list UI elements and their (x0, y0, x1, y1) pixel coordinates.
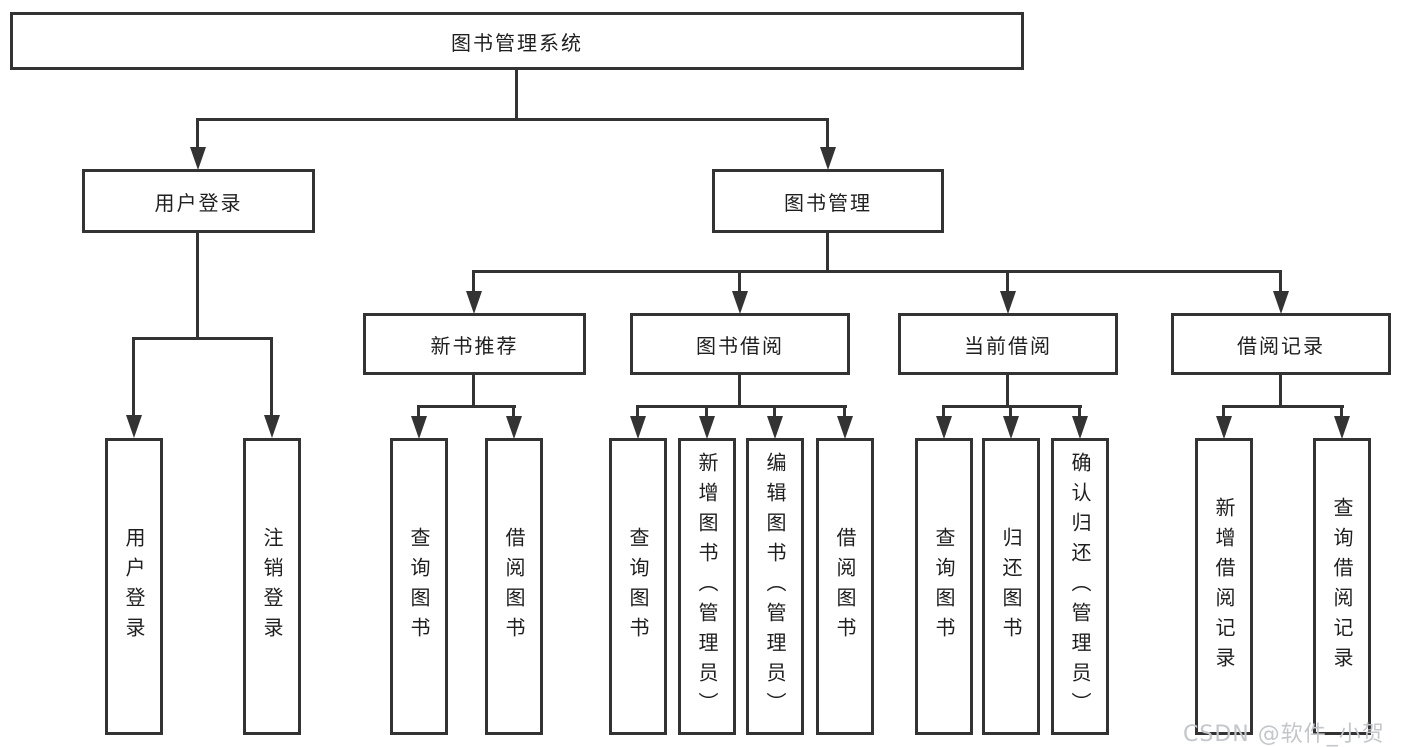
leaf-logout-label: 注销登录 (260, 526, 284, 647)
leaf-query-books-recommend: 查询图书 (390, 438, 448, 735)
connector-drop-leaf (843, 405, 846, 419)
leaf-user-login-label: 用户登录 (122, 526, 146, 647)
connector-records-rail (1222, 405, 1344, 408)
leaf-query-books-recommend-label: 查询图书 (407, 526, 431, 647)
connector-drop-leaf (1222, 405, 1225, 419)
arrow-down-icon (1072, 416, 1088, 439)
connector-user-login-rail (132, 337, 273, 340)
node-borrow-records-label: 借阅记录 (1237, 333, 1325, 358)
arrow-down-icon (126, 415, 142, 438)
node-book-borrow: 图书借阅 (630, 313, 850, 375)
leaf-confirm-return-admin: 确认归还（管理员） (1051, 438, 1109, 735)
arrow-down-icon (1273, 291, 1289, 314)
arrow-down-icon (506, 416, 522, 439)
connector-current-stub (1006, 375, 1009, 408)
connector-drop-book-management (826, 118, 829, 150)
arrow-down-icon (820, 147, 836, 170)
node-borrow-records: 借阅记录 (1171, 313, 1391, 375)
node-user-login-label: 用户登录 (154, 190, 243, 215)
leaf-return-books: 归还图书 (982, 438, 1040, 735)
leaf-query-books-borrow: 查询图书 (609, 438, 667, 735)
node-root-label: 图书管理系统 (451, 30, 583, 55)
arrow-down-icon (411, 416, 427, 439)
arrow-down-icon (936, 416, 952, 439)
connector-level3-rail (472, 270, 1282, 273)
connector-drop-leaf (270, 337, 273, 417)
arrow-down-icon (1003, 416, 1019, 439)
node-user-login: 用户登录 (82, 169, 315, 233)
connector-recommend-rail (417, 405, 516, 408)
node-book-management-label: 图书管理 (784, 190, 872, 215)
leaf-query-books-current-label: 查询图书 (932, 526, 956, 647)
leaf-logout: 注销登录 (243, 438, 301, 735)
arrow-down-icon (699, 416, 715, 439)
leaf-edit-books-admin: 编辑图书（管理员） (746, 438, 804, 735)
leaf-return-books-label: 归还图书 (999, 526, 1023, 647)
node-new-book-recommend-label: 新书推荐 (430, 333, 519, 358)
leaf-add-books-admin: 新增图书（管理员） (678, 438, 736, 735)
connector-drop-leaf (1340, 405, 1343, 419)
connector-drop-user-login (196, 118, 199, 150)
leaf-query-borrow-record: 查询借阅记录 (1313, 438, 1371, 735)
node-root: 图书管理系统 (10, 12, 1024, 70)
connector-root-trunk (515, 70, 518, 118)
connector-drop-level3 (1006, 270, 1009, 293)
connector-drop-leaf (1009, 405, 1012, 419)
connector-book-management-stub (826, 233, 829, 272)
leaf-add-borrow-record: 新增借阅记录 (1195, 438, 1253, 735)
leaf-confirm-return-admin-label: 确认归还（管理员） (1068, 451, 1092, 722)
connector-records-stub (1279, 375, 1282, 408)
connector-drop-leaf (417, 405, 420, 419)
connector-drop-level3 (738, 270, 741, 293)
leaf-borrow-books: 借阅图书 (816, 438, 874, 735)
node-book-borrow-label: 图书借阅 (696, 333, 784, 358)
arrow-down-icon (732, 291, 748, 314)
leaf-edit-books-admin-label: 编辑图书（管理员） (763, 451, 787, 722)
arrow-down-icon (1334, 416, 1350, 439)
leaf-user-login: 用户登录 (105, 438, 163, 735)
connector-current-rail (942, 405, 1082, 408)
arrow-down-icon (767, 416, 783, 439)
arrow-down-icon (190, 147, 206, 170)
connector-level2-rail (196, 118, 829, 121)
connector-drop-leaf (132, 337, 135, 417)
leaf-add-borrow-record-label: 新增借阅记录 (1212, 496, 1236, 677)
arrow-down-icon (837, 416, 853, 439)
connector-drop-leaf (1078, 405, 1081, 419)
connector-drop-leaf (942, 405, 945, 419)
node-current-borrow-label: 当前借阅 (964, 333, 1052, 358)
arrow-down-icon (630, 416, 646, 439)
leaf-borrow-books-recommend: 借阅图书 (485, 438, 543, 735)
connector-borrow-stub (738, 375, 741, 408)
leaf-borrow-books-recommend-label: 借阅图书 (502, 526, 526, 647)
leaf-query-books-borrow-label: 查询图书 (626, 526, 650, 647)
connector-drop-leaf (636, 405, 639, 419)
connector-drop-leaf (773, 405, 776, 419)
connector-borrow-rail (636, 405, 847, 408)
connector-user-login-stub (196, 233, 199, 340)
connector-drop-level3 (472, 270, 475, 293)
connector-drop-leaf (705, 405, 708, 419)
arrow-down-icon (466, 291, 482, 314)
connector-recommend-stub (472, 375, 475, 408)
connector-drop-level3 (1279, 270, 1282, 293)
arrow-down-icon (264, 415, 280, 438)
node-book-management: 图书管理 (712, 169, 944, 233)
arrow-down-icon (1000, 291, 1016, 314)
connector-drop-leaf (512, 405, 515, 419)
leaf-query-books-current: 查询图书 (915, 438, 973, 735)
leaf-add-books-admin-label: 新增图书（管理员） (695, 451, 719, 722)
leaf-borrow-books-label: 借阅图书 (833, 526, 857, 647)
arrow-down-icon (1216, 416, 1232, 439)
csdn-watermark: CSDN @软件_小贺同学 (1183, 722, 1385, 747)
leaf-query-borrow-record-label: 查询借阅记录 (1330, 496, 1354, 677)
node-current-borrow: 当前借阅 (898, 313, 1118, 375)
node-new-book-recommend: 新书推荐 (363, 313, 586, 375)
